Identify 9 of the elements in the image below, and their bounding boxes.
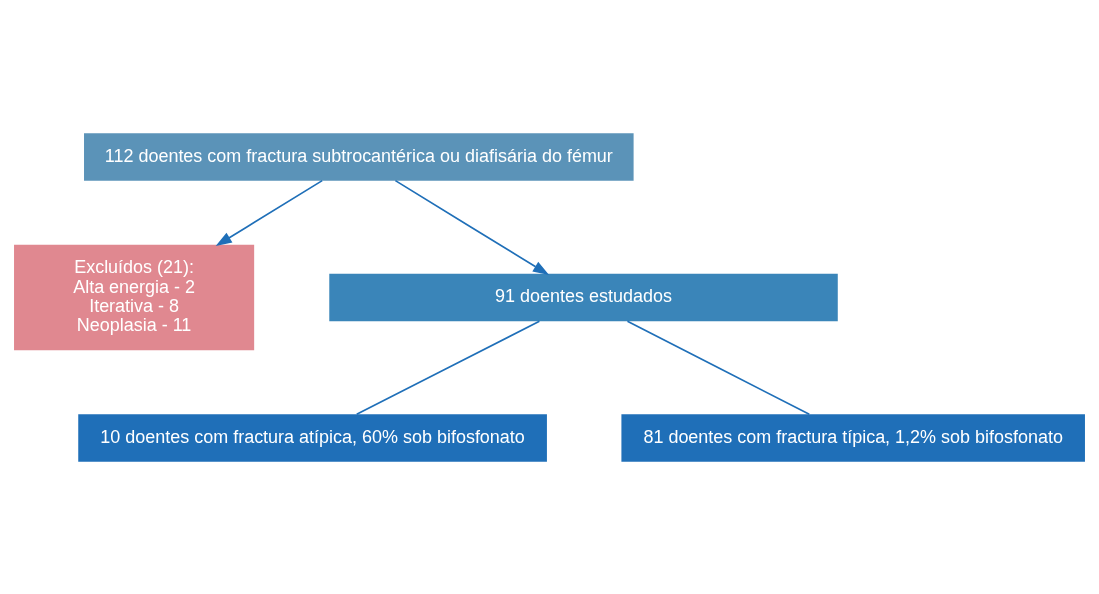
connector [355, 319, 541, 415]
node-box: 91 doentes estudados [329, 273, 838, 321]
arrow [394, 179, 550, 275]
node-box: Excluídos (21): Alta energia - 2 Iterativa - 8 Neoplasia - 11 [14, 244, 255, 350]
node-box: 81 doentes com fractura típica, 1,2% sob bifosfonato [621, 413, 1085, 462]
node-box: 10 doentes com fractura atípica, 60% sob bifosfonato [78, 413, 547, 462]
arrow [215, 179, 324, 246]
connector [626, 319, 811, 415]
node-box: 112 doentes com fractura subtrocantérica ou diafisária do fémur [84, 132, 634, 181]
